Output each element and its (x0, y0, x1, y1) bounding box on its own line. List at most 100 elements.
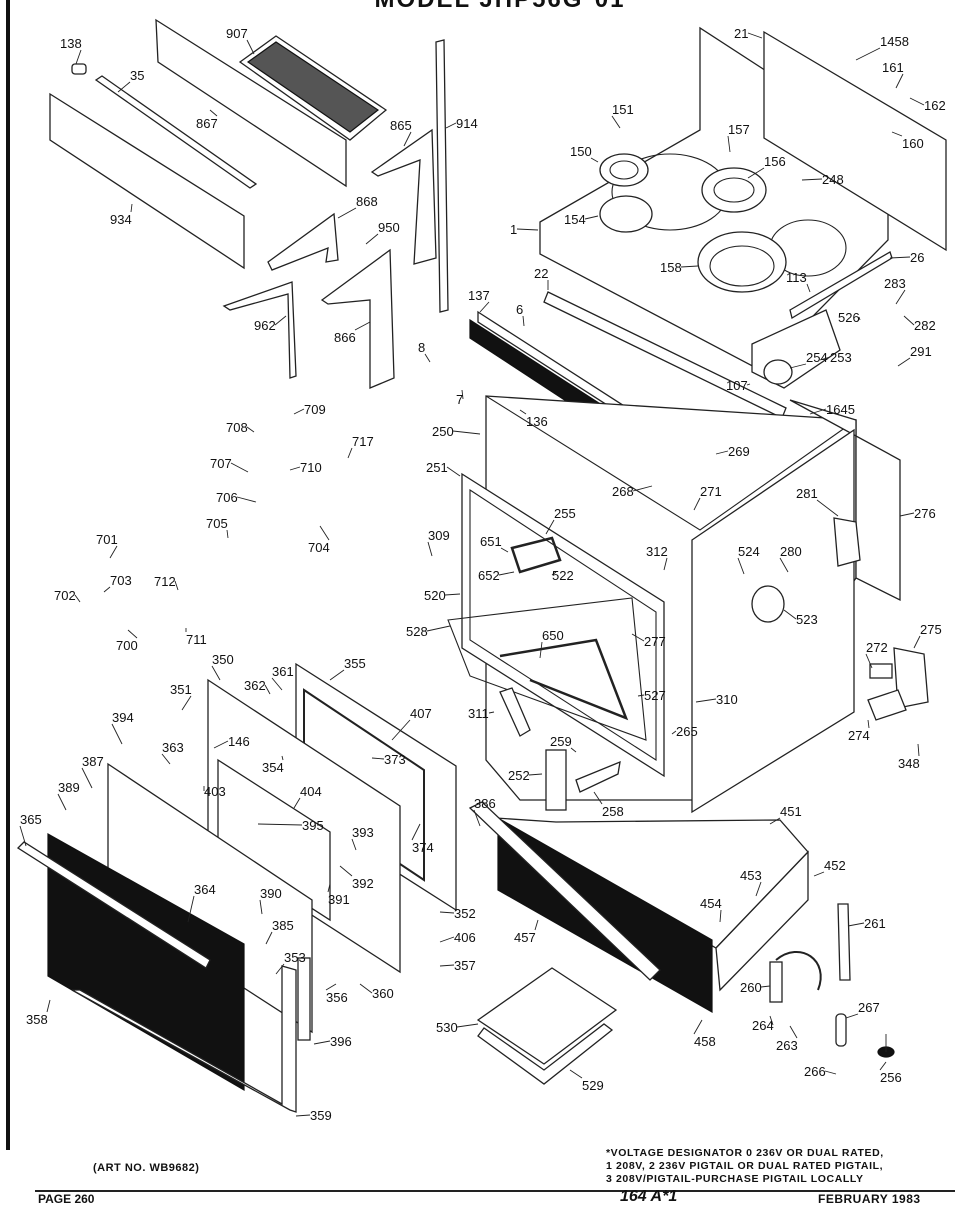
part-number: 35 (130, 68, 144, 83)
part-number: 866 (334, 330, 356, 345)
part-number: 710 (300, 460, 322, 475)
leader-line (479, 301, 490, 313)
part-number: 395 (302, 818, 324, 833)
part-number: 865 (390, 118, 412, 133)
part-label-138: 138 (60, 36, 82, 65)
art-number: (ART NO. WB9682) (93, 1162, 200, 1174)
part-866-bracket (320, 248, 395, 389)
part-number: 267 (858, 1000, 880, 1015)
leader-line (528, 773, 543, 776)
part-number: 355 (344, 656, 366, 671)
leader-line (809, 408, 827, 415)
part-number: 250 (432, 424, 454, 439)
part-label-291: 291 (897, 344, 932, 367)
leader-line (769, 1015, 774, 1026)
part-914-rod (435, 39, 449, 313)
part-number: 365 (20, 812, 42, 827)
leader-line (130, 203, 133, 213)
part-number: 522 (552, 568, 574, 583)
leader-line (500, 547, 509, 553)
part-label-354: 354 (262, 755, 284, 775)
note-line: *VOLTAGE DESIGNATOR 0 236V OR DUAL RATED… (606, 1147, 884, 1159)
part-number: 248 (822, 172, 844, 187)
leader-line (230, 462, 249, 473)
part-number: 158 (660, 260, 682, 275)
part-276-side-panel (789, 399, 901, 602)
page-label: PAGE 260 (38, 1192, 95, 1206)
leader-line (909, 97, 925, 106)
leader-line (403, 131, 412, 147)
part-label-154: 154 (564, 212, 599, 227)
part-label-162: 162 (909, 97, 946, 113)
part-label-406: 406 (439, 930, 476, 945)
part-label-251: 251 (426, 460, 461, 477)
leader-line (801, 178, 823, 181)
part-number: 107 (726, 378, 748, 393)
leader-line (319, 525, 330, 541)
leader-line (289, 466, 301, 471)
part-number: 352 (454, 906, 476, 921)
part-label-374: 374 (411, 823, 434, 855)
part-number: 454 (700, 896, 722, 911)
part-number: 387 (82, 754, 104, 769)
part-number: 407 (410, 706, 432, 721)
part-number: 700 (116, 638, 138, 653)
leader-line (127, 629, 138, 639)
part-311-bracket (499, 687, 531, 737)
part-label-867: 867 (196, 109, 218, 131)
leader-line (452, 430, 481, 435)
part-label-389: 389 (57, 780, 80, 811)
part-number: 265 (676, 724, 698, 739)
part-number: 403 (204, 784, 226, 799)
part-label-392: 392 (339, 865, 374, 891)
part-256-leveling-leg (877, 1034, 895, 1058)
note-line: 3 208V/PIGTAIL-PURCHASE PIGTAIL LOCALLY (606, 1173, 864, 1185)
part-label-650: 650 (539, 628, 564, 659)
part-365-door-handle (16, 841, 211, 969)
part-label-527: 527 (637, 688, 666, 703)
part-label-260: 260 (740, 980, 771, 995)
part-868-bracket (267, 212, 339, 271)
part-number: 390 (260, 886, 282, 901)
leader-line (81, 767, 93, 789)
leader-line (570, 747, 577, 753)
part-number: 457 (514, 930, 536, 945)
leader-line (473, 809, 481, 827)
part-number: 453 (740, 868, 762, 883)
part-404-window-glass (217, 758, 331, 922)
part-number: 113 (786, 270, 807, 285)
part-label-458: 458 (693, 1019, 716, 1049)
part-label-350: 350 (211, 652, 234, 681)
leader-line (816, 499, 839, 517)
leader-line (516, 228, 539, 231)
part-label-914: 914 (445, 116, 478, 131)
part-number: 386 (474, 796, 496, 811)
part-number: 705 (206, 516, 228, 531)
leader-line (446, 466, 461, 477)
part-label-868: 868 (337, 194, 378, 219)
leader-line (897, 357, 911, 367)
part-272-terminal (869, 663, 893, 679)
part-number: 391 (328, 892, 350, 907)
leader-line (737, 557, 745, 575)
part-number: 254 (806, 350, 828, 365)
part-523-light-lens (751, 585, 785, 623)
part-label-150: 150 (570, 144, 599, 163)
part-label-359: 359 (295, 1108, 332, 1123)
part-number: 259 (550, 734, 572, 749)
part-label-651: 651 (480, 534, 509, 553)
leader-line (693, 1019, 703, 1035)
part-number: 711 (186, 632, 207, 647)
part-number: 529 (582, 1078, 604, 1093)
part-number: 404 (300, 784, 322, 799)
part-934-trim-panel (49, 92, 245, 270)
leader-line (257, 823, 303, 826)
leader-line (456, 1023, 479, 1028)
part-label-700: 700 (116, 629, 138, 653)
leader-line (611, 115, 621, 129)
part-number: 364 (194, 882, 216, 897)
part-label-387: 387 (81, 754, 104, 789)
part-number: 709 (304, 402, 326, 417)
part-number: 160 (902, 136, 924, 151)
